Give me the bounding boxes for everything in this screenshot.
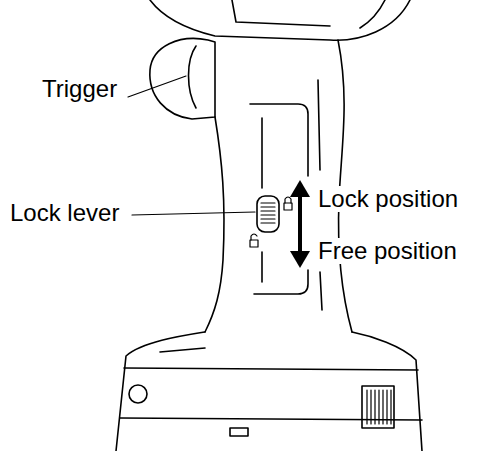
position-label: Free position [316,238,459,264]
panel-line [261,118,263,188]
part-label: Lock lever [8,200,121,226]
position-label: Lock position [316,186,460,212]
base-foot [160,348,205,352]
panel-line [261,252,263,282]
base-line [120,418,422,420]
lock-lever [257,196,279,232]
arrow-head [290,180,310,197]
trigger-line [189,46,197,108]
arrow-head [290,251,310,268]
base-button [129,385,147,403]
leader-line [132,212,255,215]
panel-line [320,272,322,310]
unlock-icon [250,240,258,247]
lock-icon [285,197,291,203]
base-vent [362,386,394,428]
base-latch [230,428,248,436]
base-outline [352,332,422,451]
unlock-icon [251,234,257,240]
housing-line [232,0,330,26]
housing-top [150,0,410,40]
trigger-shape [150,38,215,119]
lever-ridges [261,203,275,223]
housing-line [360,0,385,28]
base-line [124,368,418,370]
part-label: Trigger [40,76,119,102]
handle-front [205,117,224,332]
base-outline [116,332,205,451]
leader-line [128,76,186,97]
vent-slats [367,390,391,424]
panel-line [250,104,308,176]
direction-arrow [298,192,302,256]
panel-line [318,80,320,170]
lock-icon [284,203,292,210]
